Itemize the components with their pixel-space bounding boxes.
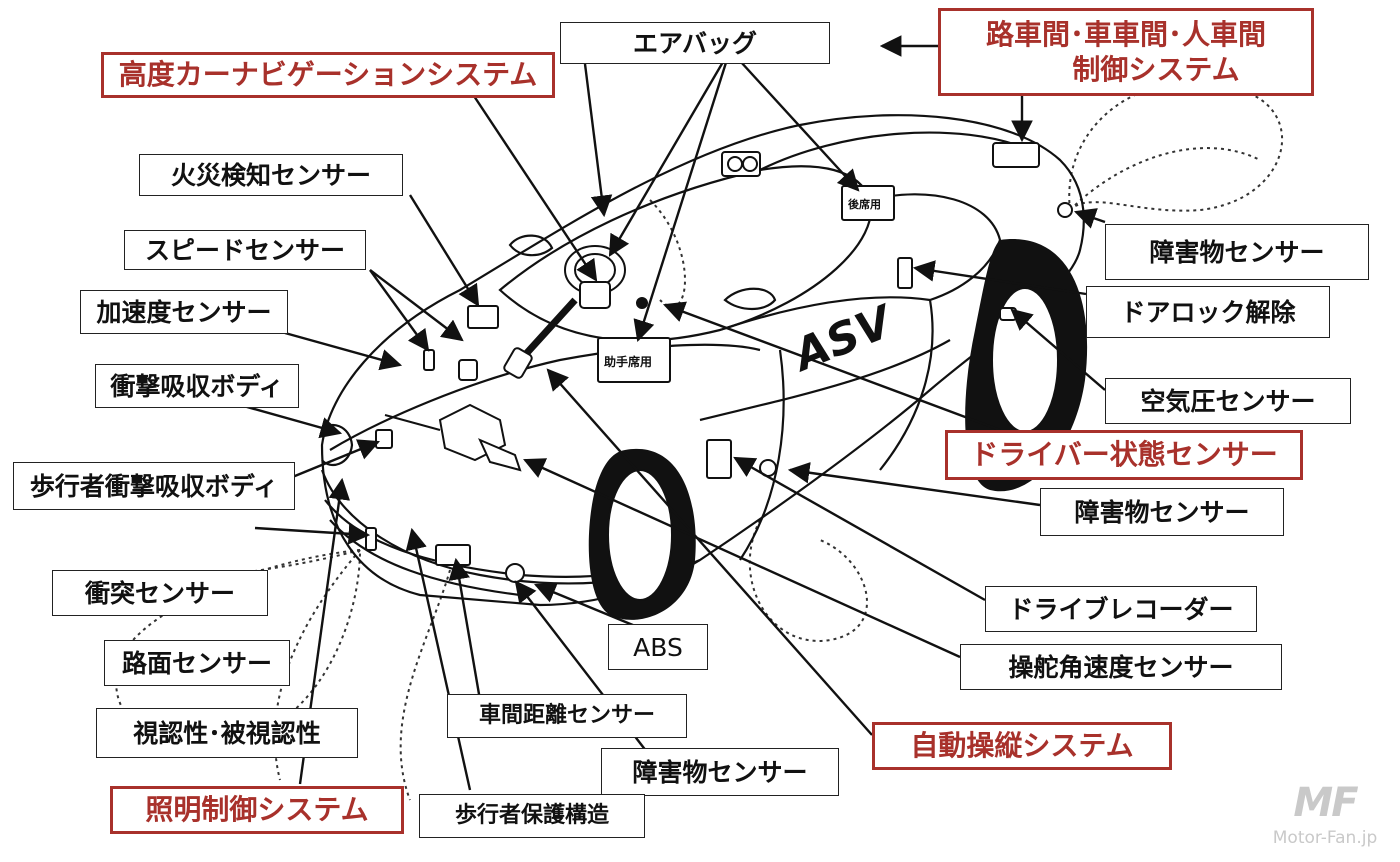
- label-obstacle-sensor-side: 障害物センサー: [1040, 488, 1284, 536]
- passenger-seat-tag: 助手席用: [604, 354, 652, 369]
- car-body: [320, 114, 1085, 607]
- watermark-logo: MF: [1293, 780, 1358, 826]
- car-components: [365, 142, 1073, 583]
- label-auto-steer-system: 自動操縦システム: [872, 722, 1172, 770]
- watermark-site: Motor-Fan.jp: [1272, 828, 1378, 848]
- label-accel-sensor: 加速度センサー: [80, 290, 288, 334]
- label-fire-sensor: 火災検知センサー: [139, 154, 403, 196]
- label-obstacle-sensor-front: 障害物センサー: [601, 748, 839, 796]
- label-drive-recorder: ドライブレコーダー: [985, 586, 1257, 632]
- label-distance-sensor: 車間距離センサー: [447, 694, 687, 738]
- label-driver-monitor: ドライバー状態センサー: [945, 430, 1303, 480]
- comm-control-line2: 制御システム: [1072, 53, 1240, 86]
- wheels: [588, 239, 1088, 620]
- label-tire-pressure: 空気圧センサー: [1105, 378, 1351, 424]
- label-ped-impact-body: 歩行者衝撃吸収ボディ: [13, 462, 295, 510]
- rear-seat-tag: 後席用: [848, 197, 881, 211]
- label-lighting-control: 照明制御システム: [110, 786, 404, 834]
- label-navigation: 高度カーナビゲーションシステム: [101, 52, 555, 98]
- label-collision-sensor: 衝突センサー: [52, 570, 268, 616]
- comm-control-line1: 路車間･車車間･人車間: [985, 18, 1266, 51]
- label-door-unlock: ドアロック解除: [1086, 286, 1330, 338]
- label-speed-sensor: スピードセンサー: [124, 230, 366, 270]
- label-visibility: 視認性･被視認性: [96, 708, 358, 758]
- label-abs: ABS: [608, 624, 708, 670]
- label-airbag: エアバッグ: [560, 22, 830, 64]
- label-ped-protection: 歩行者保護構造: [419, 794, 645, 838]
- label-obstacle-sensor-rear: 障害物センサー: [1105, 224, 1369, 280]
- label-road-surface-sensor: 路面センサー: [104, 640, 290, 686]
- label-comm-control: 路車間･車車間･人車間 制御システム: [938, 8, 1314, 96]
- watermark: MF Motor-Fan.jp: [1256, 780, 1394, 852]
- label-impact-body: 衝撃吸収ボディ: [95, 364, 299, 408]
- label-steering-rate-sensor: 操舵角速度センサー: [960, 644, 1282, 690]
